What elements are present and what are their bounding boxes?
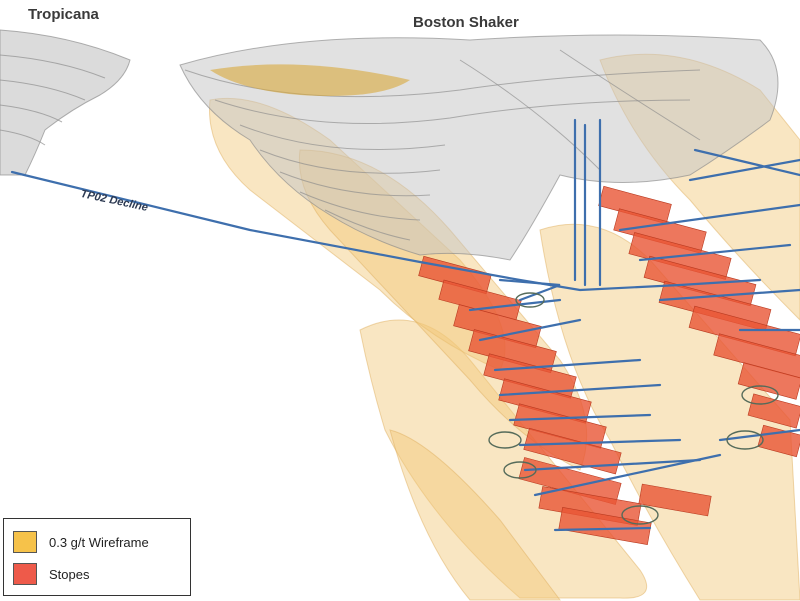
legend-label-wireframe: 0.3 g/t Wireframe [49,534,149,550]
tropicana-label: Tropicana [28,6,99,23]
spiral-ramps [488,292,779,525]
legend-label-stopes: Stopes [49,566,90,582]
boston-shaker-label: Boston Shaker [413,14,519,31]
tp02-decline-line [10,170,762,292]
development-lines [10,118,800,532]
wireframe-lower-right [539,223,800,601]
pit-mineralisation [210,64,410,96]
tropicana-pit-shell [0,29,131,176]
legend-swatch-stopes [13,563,37,585]
wireframe-far-left [389,429,561,601]
legend-item-stopes: Stopes [13,561,89,587]
legend: 0.3 g/t Wireframe Stopes [3,518,191,596]
legend-swatch-wireframe [13,531,37,553]
legend-item-wireframe: 0.3 g/t Wireframe [13,529,149,555]
